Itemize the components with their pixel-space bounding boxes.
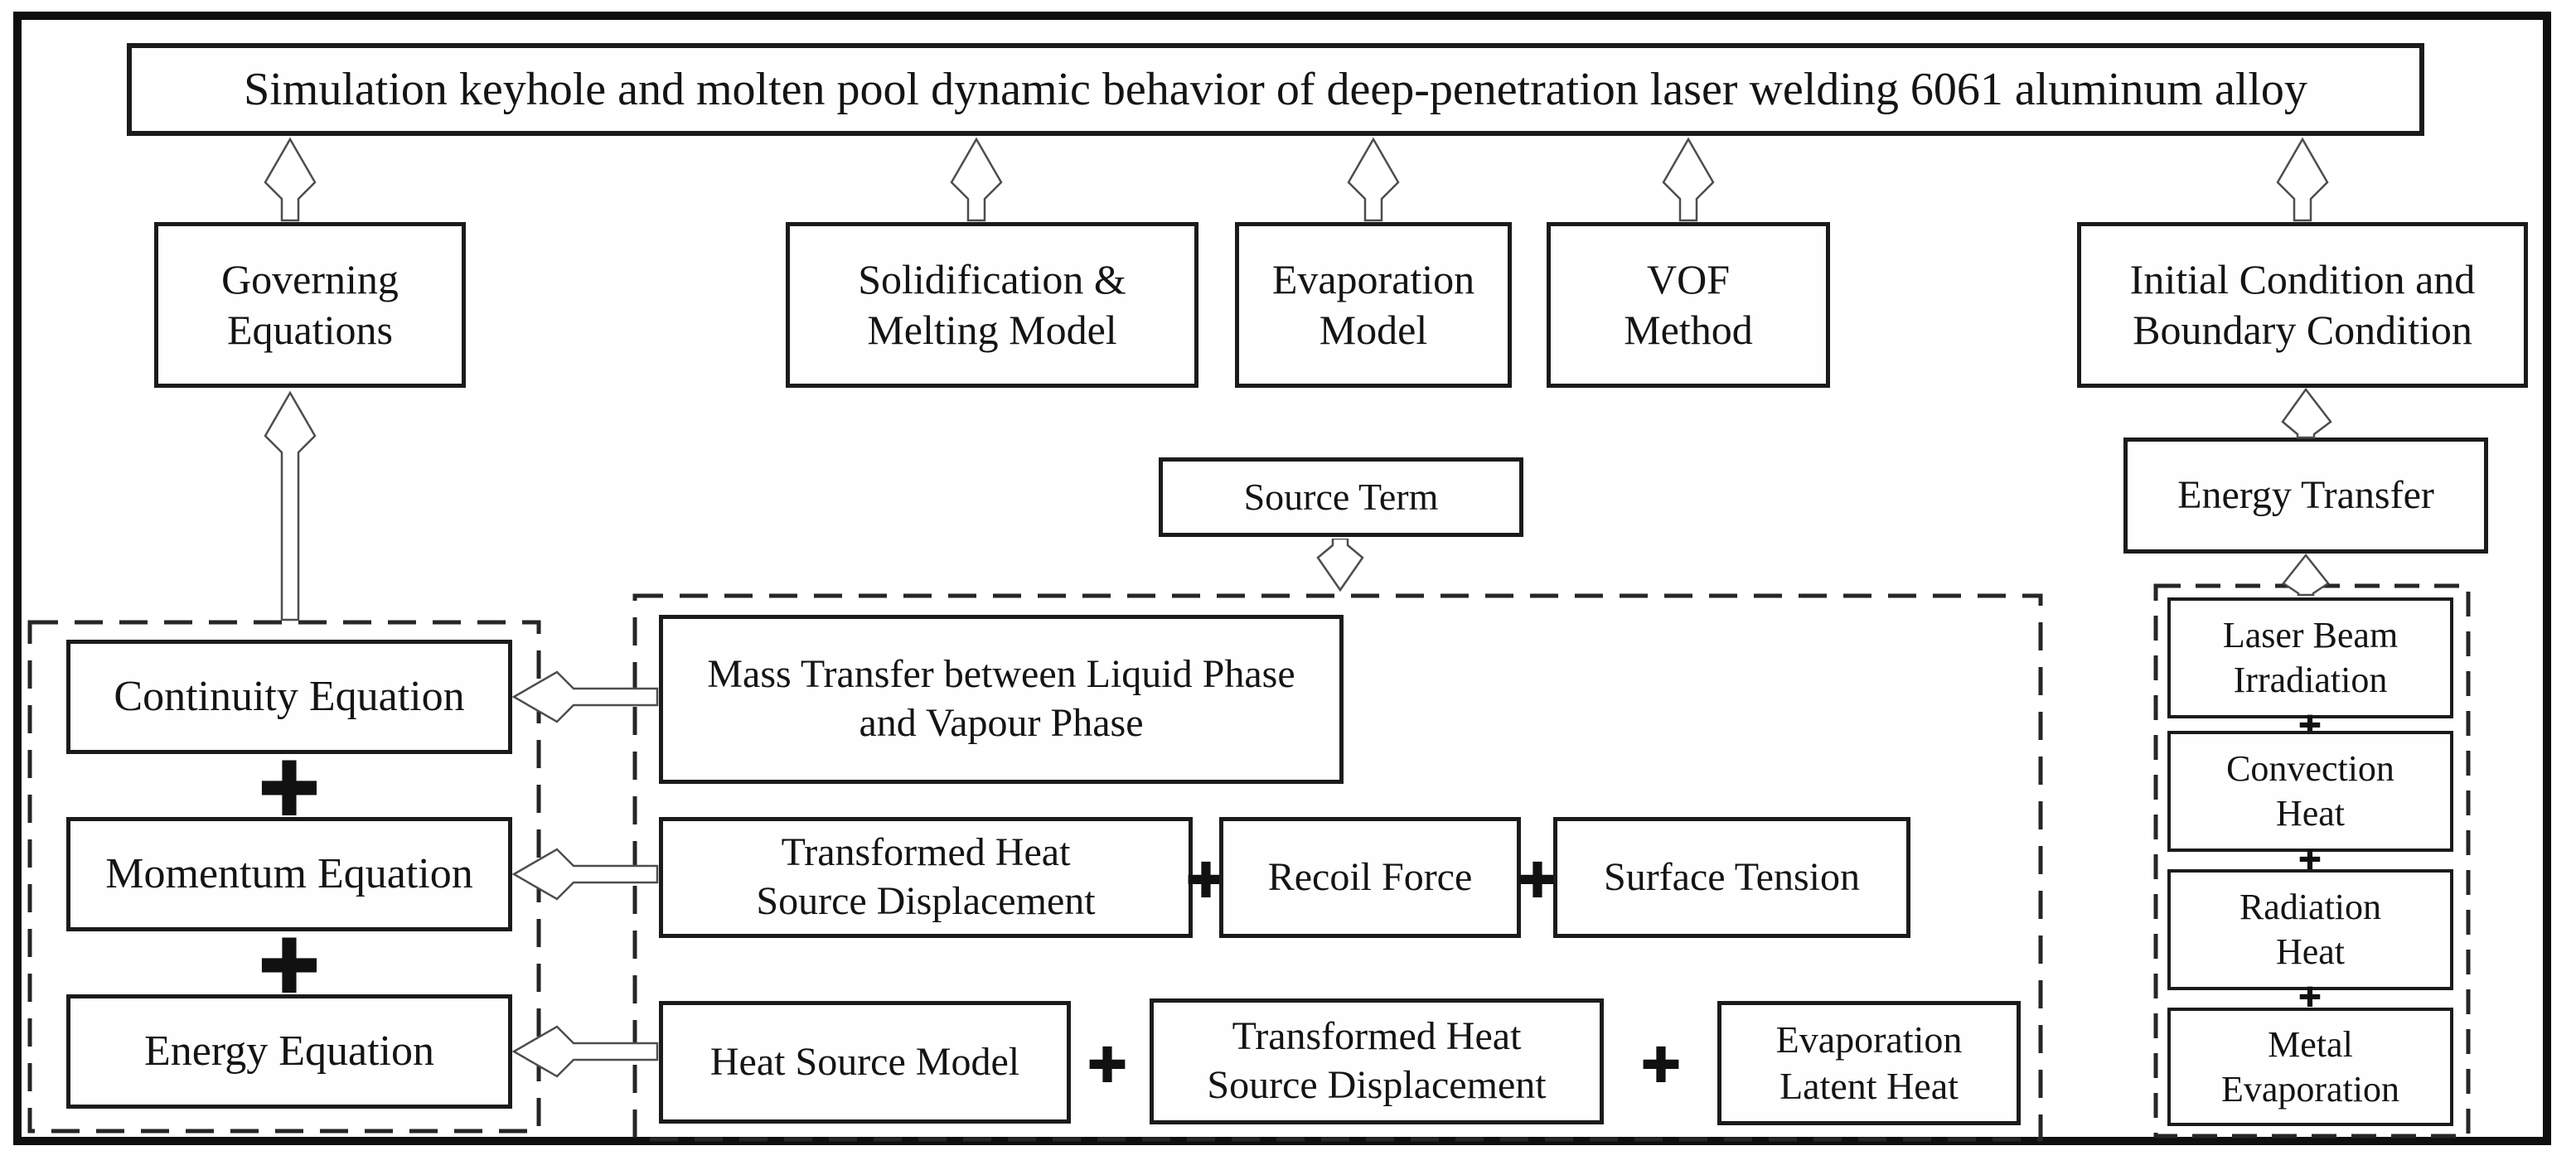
surface-tension-label: Surface Tension [1604,854,1860,899]
node-energy-transfer: Energy Transfer [2123,438,2488,554]
node-transformed-heat-source-displacement-energy: Transformed Heat Source Displacement [1150,998,1604,1124]
node-continuity-equation: Continuity Equation [66,640,512,754]
vof-method-label: VOF Method [1624,256,1753,353]
arrow-down-source-term-to-group [1316,539,1364,592]
plus-sign: + [2289,979,2331,1014]
arrow-up-energy-inputs-to-energy-transfer [2282,554,2330,597]
node-solidification-melting-model: Solidification & Melting Model [786,222,1198,388]
mass-transfer-label: Mass Transfer between Liquid Phase and V… [707,652,1295,745]
evaporation-latent-heat-label: Evaporation Latent Heat [1775,1018,1963,1107]
node-mass-transfer: Mass Transfer between Liquid Phase and V… [659,615,1344,784]
node-metal-evaporation: Metal Evaporation [2167,1008,2453,1126]
radiation-heat-label: Radiation Heat [2239,887,2382,972]
momentum-equation-label: Momentum Equation [105,850,473,898]
dashed-border [2153,583,2471,1139]
continuity-equation-label: Continuity Equation [114,673,465,721]
node-transformed-heat-source-displacement-momentum: Transformed Heat Source Displacement [659,817,1193,938]
outer-frame [13,12,2551,1145]
node-evaporation-latent-heat: Evaporation Latent Heat [1717,1001,2021,1125]
solidification-melting-label: Solidification & Melting Model [858,256,1126,353]
energy-transfer-label: Energy Transfer [2177,472,2434,517]
arrow-left-to-momentum-equation [512,848,659,901]
node-vof-method: VOF Method [1547,222,1830,388]
initial-boundary-label: Initial Condition and Boundary Condition [2129,256,2476,353]
energy-equation-label: Energy Equation [144,1027,434,1076]
node-convection-heat: Convection Heat [2167,731,2453,852]
heat-source-model-label: Heat Source Model [709,1039,1020,1084]
recoil-force-label: Recoil Force [1267,854,1473,899]
transformed-heat-energy-label: Transformed Heat Source Displacement [1207,1014,1547,1107]
source-term-label: Source Term [1243,475,1439,518]
laser-beam-irradiation-label: Laser Beam Irradiation [2222,615,2399,700]
arrow-up-vof-to-title [1662,138,1715,222]
evaporation-model-label: Evaporation Model [1271,256,1475,353]
node-governing-equations: Governing Equations [154,222,466,388]
node-initial-boundary-condition: Initial Condition and Boundary Condition [2077,222,2528,388]
arrow-up-evaporation-to-title [1347,138,1400,222]
plus-label: + [1638,1031,1684,1095]
node-title: Simulation keyhole and molten pool dynam… [127,43,2424,136]
arrow-left-to-energy-equation [512,1025,659,1078]
plus-sign: + [240,914,339,1012]
node-source-term: Source Term [1159,457,1523,537]
node-laser-beam-irradiation: Laser Beam Irradiation [2167,597,2453,718]
plus-sign: + [1513,846,1562,910]
transformed-heat-momentum-label: Transformed Heat Source Displacement [756,830,1096,923]
plus-sign: + [1082,1031,1132,1095]
plus-sign: + [1634,1031,1687,1095]
arrow-up-initial-boundary-to-title [2276,138,2329,222]
convection-heat-label: Convection Heat [2226,748,2394,834]
arrow-up-equations-to-governing [264,391,317,621]
arrow-up-solidification-to-title [950,138,1003,222]
node-heat-source-model: Heat Source Model [659,1001,1071,1124]
node-energy-equation: Energy Equation [66,994,512,1109]
arrow-up-energy-transfer-to-initial [2281,388,2332,439]
node-momentum-equation: Momentum Equation [66,817,512,931]
node-evaporation-model: Evaporation Model [1235,222,1512,388]
node-radiation-heat: Radiation Heat [2167,869,2453,990]
arrow-left-to-continuity-equation [512,670,659,723]
metal-evaporation-label: Metal Evaporation [2220,1023,2400,1110]
title-label: Simulation keyhole and molten pool dynam… [244,63,2307,115]
node-recoil-force: Recoil Force [1219,817,1521,938]
governing-equations-label: Governing Equations [221,256,399,353]
arrow-up-governing-to-title [264,138,317,222]
node-surface-tension: Surface Tension [1553,817,1910,938]
plus-label: + [1514,846,1561,910]
group-energy-inputs [2153,583,2471,1139]
plus-label: + [1084,1031,1131,1095]
plus-sign: + [240,737,339,834]
